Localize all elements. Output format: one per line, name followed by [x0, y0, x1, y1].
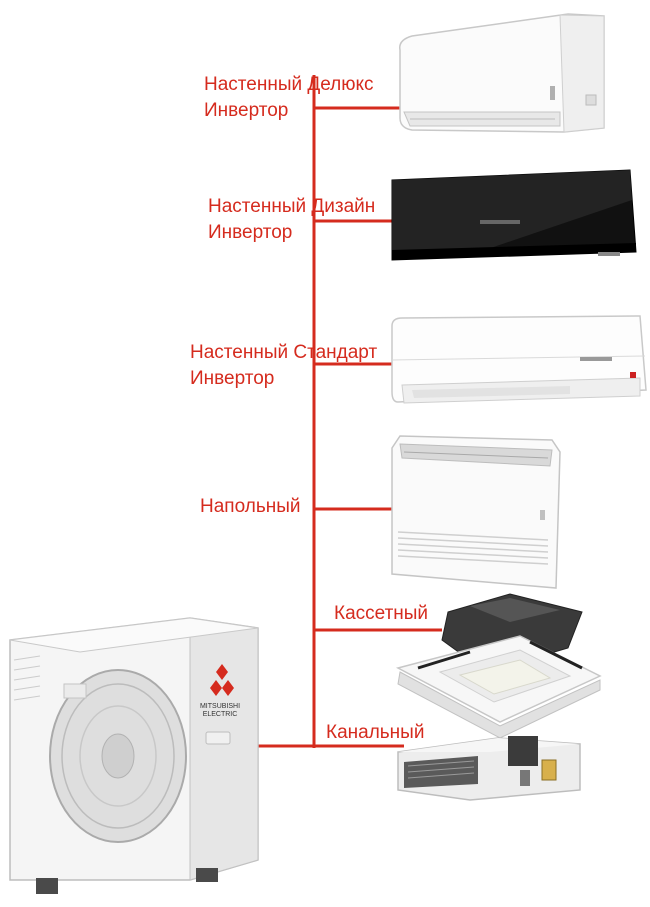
label-wall-standard-line1: Настенный Стандарт — [190, 342, 378, 363]
floor-unit-image — [391, 435, 561, 589]
brand-text-line2: ELECTRIC — [203, 711, 238, 718]
mitsubishi-logo-icon — [210, 664, 234, 696]
duct-unit-image — [397, 736, 581, 801]
wall-design-unit-image — [391, 169, 637, 261]
label-wall-design-line1: Настенный Дизайн — [208, 196, 376, 217]
outdoor-unit-image: MITSUBISHI ELECTRIC — [9, 617, 259, 894]
label-wall-deluxe-line1: Настенный Делюкс — [204, 74, 374, 95]
wall-standard-unit-image — [391, 315, 647, 404]
label-wall-design-line2: Инвертор — [208, 222, 293, 243]
wall-deluxe-unit-image — [399, 13, 605, 133]
label-cassette: Кассетный — [334, 603, 429, 624]
label-wall-standard-line2: Инвертор — [190, 368, 275, 389]
label-wall-standard: Настенный Стандарт Инвертор — [190, 340, 390, 392]
cassette-unit-image — [395, 593, 602, 739]
label-wall-deluxe: Настенный Делюкс Инвертор — [204, 72, 404, 124]
label-wall-design: Настенный Дизайн Инвертор — [208, 194, 408, 246]
label-duct: Канальный — [326, 722, 425, 743]
connection-lines — [255, 75, 442, 748]
label-floor: Напольный — [200, 496, 301, 517]
label-wall-deluxe-line2: Инвертор — [204, 100, 289, 121]
brand-text-line1: MITSUBISHI — [200, 703, 240, 710]
